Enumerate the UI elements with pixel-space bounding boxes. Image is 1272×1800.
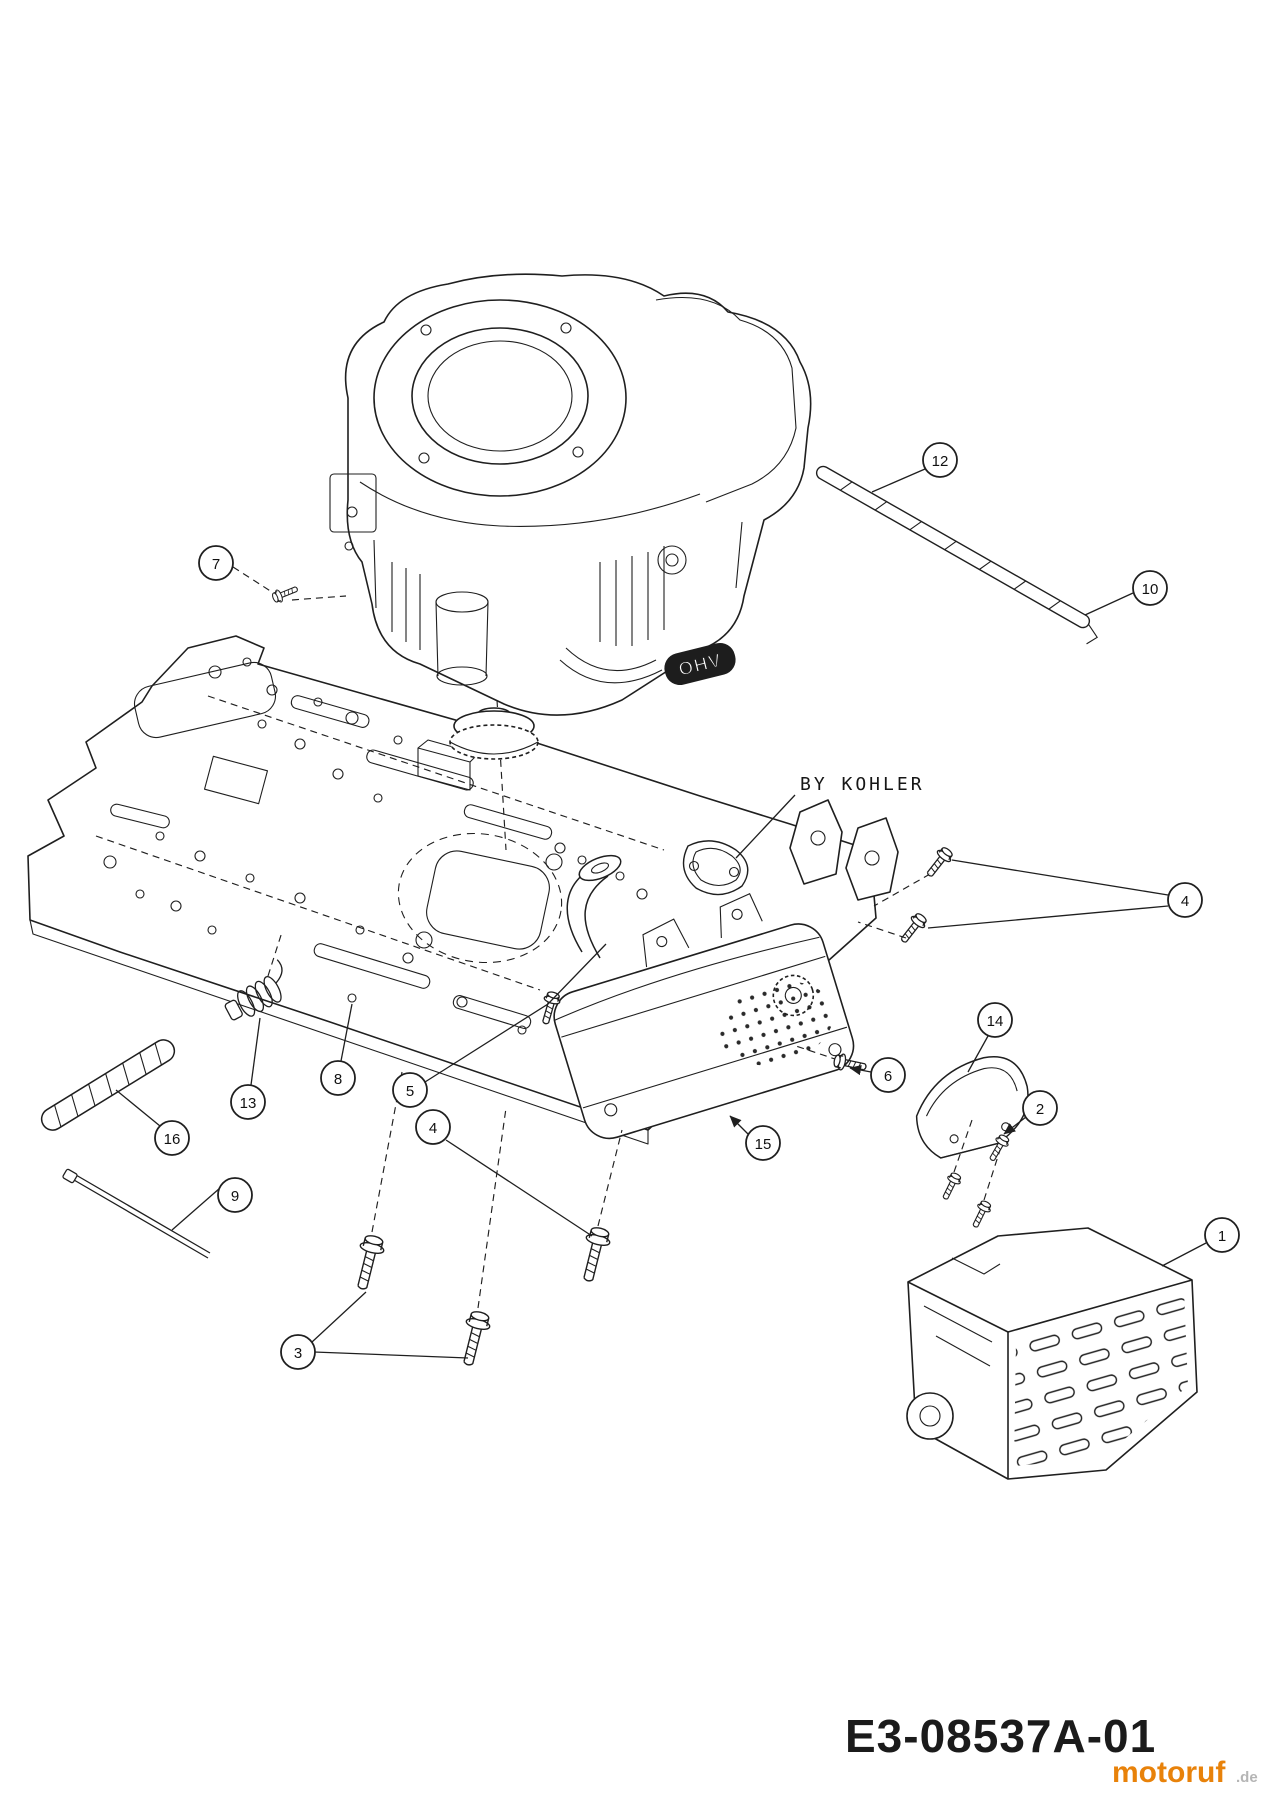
svg-text:8: 8 (334, 1071, 342, 1088)
cable-tie (62, 1168, 211, 1259)
screw (938, 1170, 964, 1203)
svg-text:4: 4 (429, 1120, 437, 1137)
callout-3: 3 (280, 1334, 316, 1370)
heat-shield (915, 1056, 1029, 1159)
svg-text:13: 13 (240, 1095, 257, 1112)
svg-text:1: 1 (1218, 1228, 1226, 1245)
throttle-rod (815, 465, 1098, 645)
watermark-name: motoruf (1112, 1756, 1226, 1789)
spring-clip (224, 959, 283, 1021)
exhaust-pipe (566, 854, 625, 959)
ohv-badge (664, 642, 736, 686)
callout-15: 15 (745, 1125, 781, 1161)
svg-text:4: 4 (1181, 893, 1189, 910)
callout-7: 7 (198, 545, 234, 581)
callout-6: 6 (870, 1057, 906, 1093)
callout-12: 12 (922, 442, 958, 478)
svg-text:5: 5 (406, 1083, 414, 1100)
svg-text:14: 14 (987, 1013, 1004, 1030)
flange-bolt (455, 1308, 494, 1369)
flange-bolt (349, 1232, 388, 1293)
svg-text:3: 3 (294, 1345, 302, 1362)
svg-text:6: 6 (884, 1068, 892, 1085)
part-number: E3-08537A-01 (845, 1710, 1156, 1762)
callout-2: 2 (1022, 1090, 1058, 1126)
screw (895, 910, 930, 947)
screw (968, 1198, 994, 1231)
callout-1: 1 (1204, 1217, 1240, 1253)
watermark-tld: .de (1236, 1769, 1258, 1786)
by-kohler-label: BY KOHLER (800, 774, 925, 795)
engine: OHV (329, 273, 812, 851)
callout-13: 13 (230, 1084, 266, 1120)
svg-text:15: 15 (755, 1136, 772, 1153)
svg-text:2: 2 (1036, 1101, 1044, 1118)
callout-16: 16 (154, 1120, 190, 1156)
callouts: 7 12 10 4 14 2 6 15 5 8 13 16 9 4 3 1 (154, 442, 1240, 1370)
callout-9: 9 (217, 1177, 253, 1213)
callout-14: 14 (977, 1002, 1013, 1038)
callout-5: 5 (392, 1072, 428, 1108)
callout-4-right: 4 (1167, 882, 1203, 918)
svg-text:9: 9 (231, 1188, 239, 1205)
callout-10: 10 (1132, 570, 1168, 606)
svg-text:12: 12 (932, 453, 949, 470)
svg-text:16: 16 (164, 1131, 181, 1148)
screw (270, 582, 301, 605)
svg-text:7: 7 (212, 556, 220, 573)
watermark: motoruf .de (1112, 1756, 1258, 1789)
exhaust-gasket (682, 840, 749, 896)
muffler (553, 893, 855, 1140)
callout-8: 8 (320, 1060, 356, 1096)
spacer-tube (40, 1039, 176, 1131)
callout-4-mid: 4 (415, 1109, 451, 1145)
engine-cover (906, 1227, 1198, 1480)
leader-lines (115, 468, 1207, 1359)
svg-text:10: 10 (1142, 581, 1159, 598)
flange-bolt (575, 1224, 614, 1285)
